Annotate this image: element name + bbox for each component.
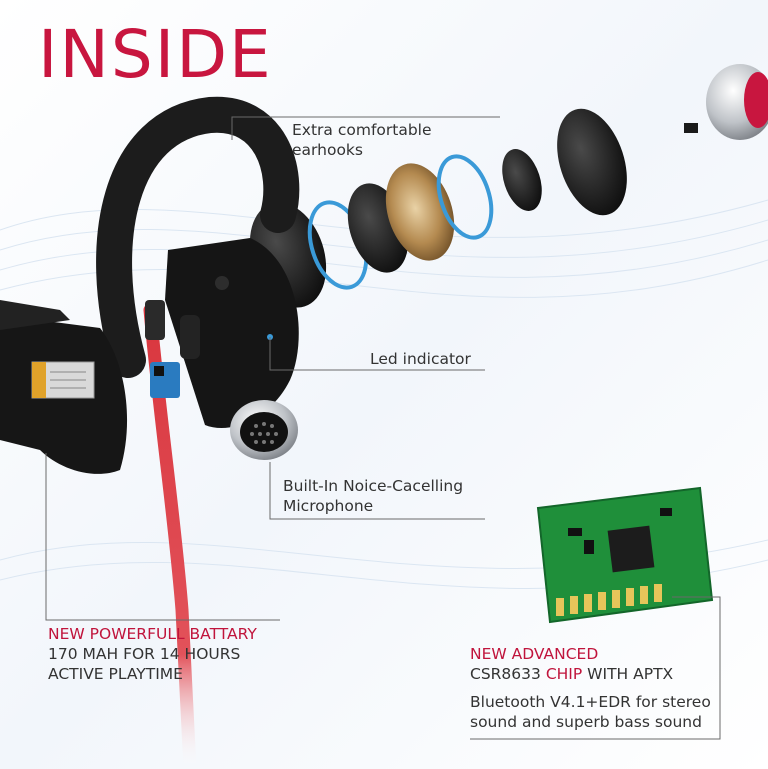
chip-headline: NEW ADVANCED	[470, 645, 599, 663]
led-callout: Led indicator	[370, 349, 471, 369]
mic-leader	[269, 462, 485, 520]
battery-line2: ACTIVE PLAYTIME	[48, 665, 183, 683]
chip-callout: NEW ADVANCED CSR8633 CHIP WITH APTX Blue…	[470, 644, 711, 732]
battery-leader	[45, 453, 280, 621]
pcb-chip-icon	[536, 486, 714, 624]
earhooks-leader	[231, 116, 500, 140]
mic-line2: Microphone	[283, 497, 374, 515]
earhooks-callout: Extra comfortable earhooks	[292, 120, 432, 160]
chip-desc1: Bluetooth V4.1+EDR for stereo	[470, 693, 711, 711]
earhooks-line1: Extra comfortable	[292, 121, 432, 139]
led-label: Led indicator	[370, 350, 471, 368]
earbud-tip-icon	[684, 64, 768, 140]
earhook-icon	[96, 96, 300, 428]
chip-suffix: WITH APTX	[587, 665, 674, 683]
chip-leader	[470, 596, 721, 740]
battery-line1: 170 MAH FOR 14 HOURS	[48, 645, 241, 663]
battery-callout: NEW POWERFULL BATTARY 170 MAH FOR 14 HOU…	[48, 624, 257, 684]
led-leader	[269, 337, 485, 371]
mic-line1: Built-In Noice-Cacelling	[283, 477, 464, 495]
battery-headline: NEW POWERFULL BATTARY	[48, 625, 257, 643]
chip-model-line: CSR8633 CHIP WITH APTX	[470, 664, 711, 684]
microphone-icon	[230, 400, 298, 460]
earhooks-line2: earhooks	[292, 141, 363, 159]
page-title: INSIDE	[38, 16, 273, 93]
battery-icon	[0, 300, 180, 474]
mic-callout: Built-In Noice-Cacelling Microphone	[283, 476, 463, 516]
chip-word: CHIP	[545, 665, 583, 683]
chip-spacer	[470, 684, 711, 692]
chip-model: CSR8633	[470, 665, 541, 683]
chip-desc2: sound and superb bass sound	[470, 713, 702, 731]
